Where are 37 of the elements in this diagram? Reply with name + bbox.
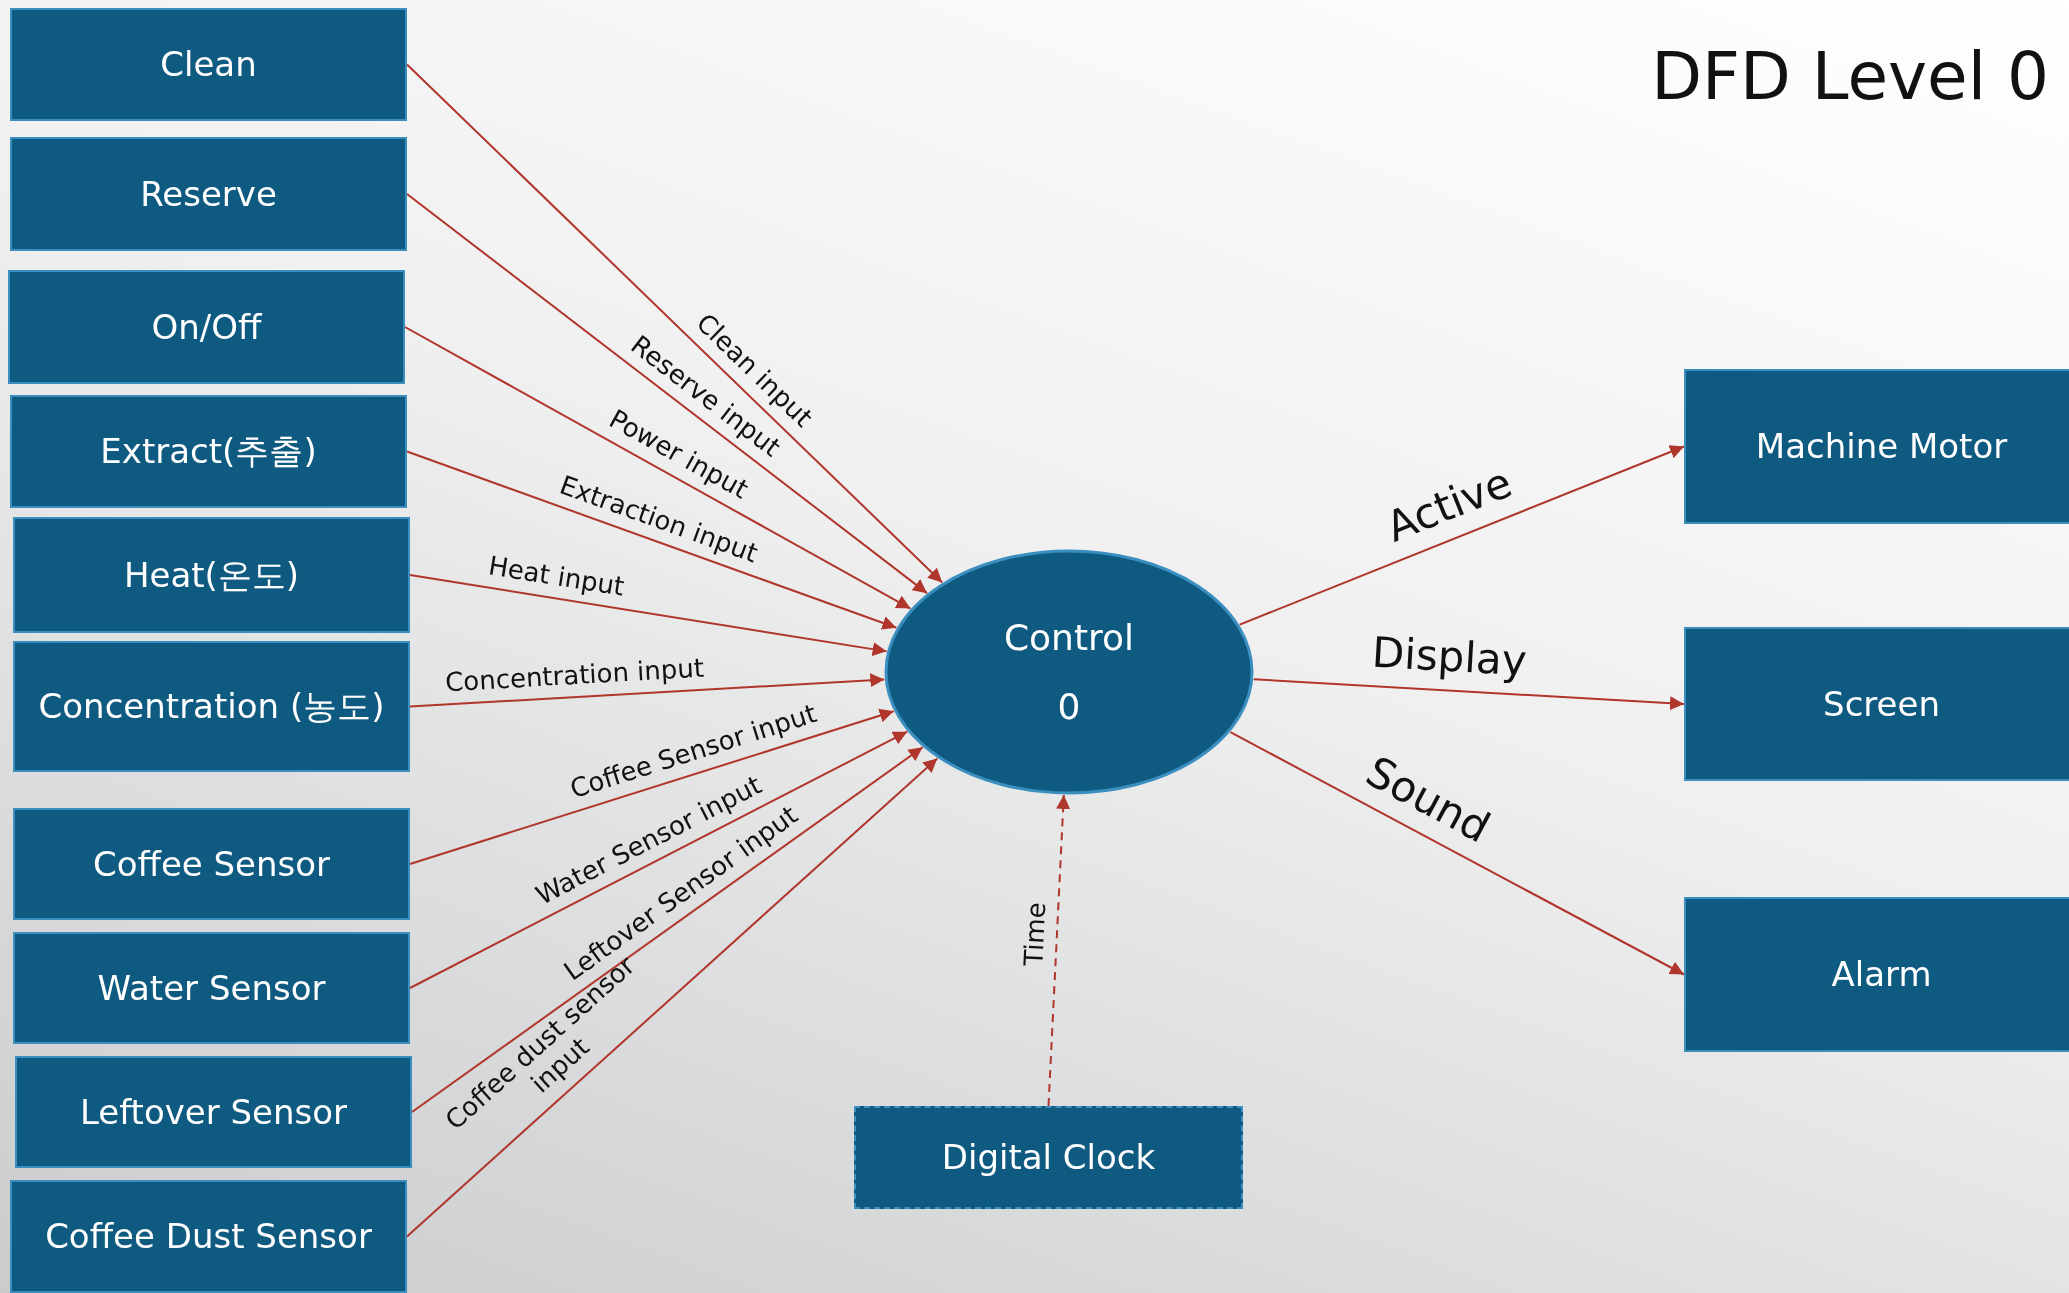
arrow [404,326,912,610]
input-box: Coffee Sensor [13,808,410,920]
arrow [409,730,909,989]
arrow [1238,445,1685,626]
arrow [411,746,924,1113]
input-box: Water Sensor [13,932,410,1044]
arrow [406,193,929,595]
title: DFD Level 0 [1651,38,2049,115]
input-box: Extract(추출) [10,395,407,508]
input-box: Leftover Sensor [15,1056,412,1168]
edge-label: Active [1379,457,1519,551]
arrow [406,63,944,584]
arrow [1252,678,1685,711]
edge-label: Time [1018,901,1052,967]
external-entity-box: Digital Clock [854,1106,1243,1209]
process-name: Control [1003,617,1135,658]
input-box: On/Off [8,270,405,384]
edge-label: Display [1370,627,1528,686]
input-box: Coffee Dust Sensor [10,1180,407,1293]
output-box: Alarm [1684,897,2069,1052]
edge-label: Heat input [486,550,627,602]
arrow [1229,731,1685,976]
input-box: Heat(온도) [13,517,410,633]
arrow [1047,793,1071,1107]
output-box: Machine Motor [1684,369,2069,524]
process-number: 0 [1057,686,1081,727]
arrow [409,574,888,657]
process-ellipse [884,549,1254,795]
edge-label: Concentration input [444,652,705,698]
arrow [409,708,895,865]
input-box: Clean [10,8,407,121]
output-box: Screen [1684,627,2069,781]
input-box: Reserve [10,137,407,251]
arrow [406,450,898,630]
arrow [409,673,886,708]
input-box: Concentration (농도) [13,641,410,772]
arrow [406,757,939,1238]
